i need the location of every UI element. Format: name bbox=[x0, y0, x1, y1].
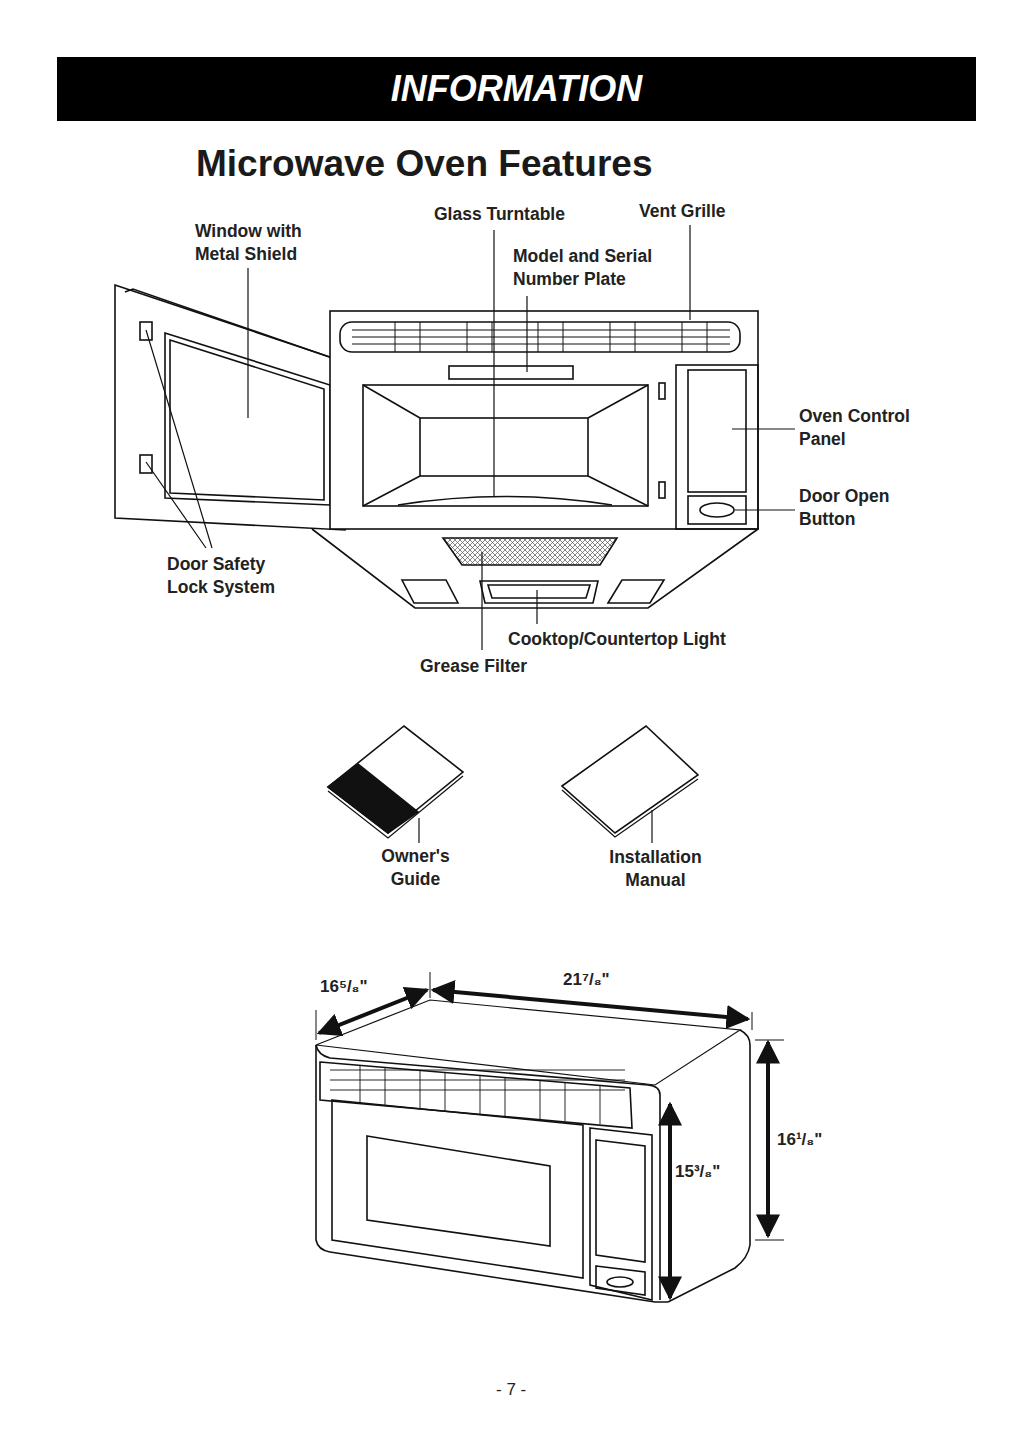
part-label: Vent Grille bbox=[639, 200, 726, 223]
oven-underside bbox=[312, 529, 758, 608]
installation-manual-book bbox=[562, 726, 698, 843]
oven-body bbox=[330, 311, 758, 529]
leader-lines bbox=[146, 225, 795, 650]
part-label: Oven Control Panel bbox=[799, 405, 929, 451]
dimension-label: 21⁷/₈" bbox=[563, 968, 610, 991]
page-title: Microwave Oven Features bbox=[196, 143, 653, 185]
item-label: Installation Manual bbox=[598, 846, 713, 892]
oven-door bbox=[115, 285, 356, 530]
dimension-label: 16¹/₈" bbox=[777, 1128, 822, 1151]
part-label: Cooktop/Countertop Light bbox=[508, 628, 726, 651]
dimension-label: 16⁵/₈" bbox=[320, 975, 368, 998]
part-label: Glass Turntable bbox=[434, 203, 565, 226]
item-label: Owner's Guide bbox=[368, 845, 463, 891]
part-label: Door Safety Lock System bbox=[167, 553, 302, 599]
oven-outline-3d bbox=[316, 1000, 750, 1302]
header-text: INFORMATION bbox=[391, 68, 642, 110]
part-label: Door Open Button bbox=[799, 485, 909, 531]
owners-guide-book bbox=[328, 726, 463, 843]
part-label: Window with Metal Shield bbox=[195, 220, 325, 266]
page-number: - 7 - bbox=[496, 1378, 526, 1401]
dimension-arrows bbox=[316, 972, 784, 1298]
part-label: Model and Serial Number Plate bbox=[513, 245, 683, 291]
dimension-label: 15³/₈" bbox=[675, 1160, 720, 1183]
part-label: Grease Filter bbox=[420, 655, 527, 678]
header-band: INFORMATION bbox=[57, 57, 976, 121]
